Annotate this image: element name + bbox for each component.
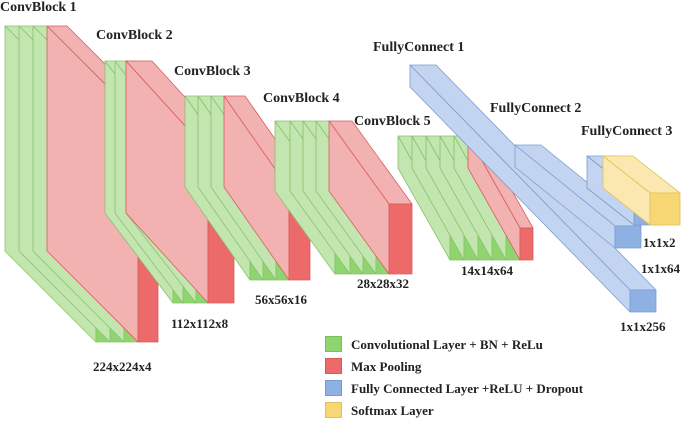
- fullyconnect-1-title: FullyConnect 1: [373, 40, 465, 55]
- legend-label-conv: Convolutional Layer + BN + ReLu: [351, 337, 543, 352]
- layer-front-face: [519, 227, 534, 261]
- legend-swatch-conv: [325, 336, 342, 352]
- layer-front-face: [649, 192, 681, 226]
- fullyconnect-3-dimension: 1x1x2: [643, 235, 676, 250]
- convblock-3-dimension: 56x56x16: [255, 292, 307, 307]
- legend-swatch-pool: [325, 358, 342, 374]
- legend-label-pool: Max Pooling: [351, 359, 422, 374]
- convblock-3-title: ConvBlock 3: [174, 64, 251, 79]
- convblock-2-title: ConvBlock 2: [96, 28, 173, 43]
- layer-front-face: [614, 225, 642, 249]
- convblock-1-title: ConvBlock 1: [0, 0, 77, 15]
- convblock-4-title: ConvBlock 4: [263, 91, 340, 106]
- fullyconnect-2-dimension: 1x1x64: [641, 261, 680, 276]
- convblock-5-title: ConvBlock 5: [354, 114, 431, 129]
- convblock-1-dimension: 224x224x4: [93, 359, 152, 374]
- legend-label-softmax: Softmax Layer: [351, 403, 434, 418]
- convblock-2-dimension: 112x112x8: [171, 316, 229, 331]
- legend-label-fc: Fully Connected Layer +ReLU + Dropout: [351, 381, 584, 396]
- fullyconnect-1-dimension: 1x1x256: [620, 319, 666, 334]
- fullyconnect-2-title: FullyConnect 2: [490, 101, 582, 116]
- convblock-5-dimension: 14x14x64: [461, 263, 513, 278]
- legend-swatch-fc: [325, 380, 342, 396]
- legend-swatch-softmax: [325, 402, 342, 418]
- convblock-4-dimension: 28x28x32: [357, 276, 409, 291]
- layer-front-face: [388, 203, 413, 275]
- fullyconnect-3-title: FullyConnect 3: [581, 124, 673, 139]
- layer-front-face: [629, 289, 657, 313]
